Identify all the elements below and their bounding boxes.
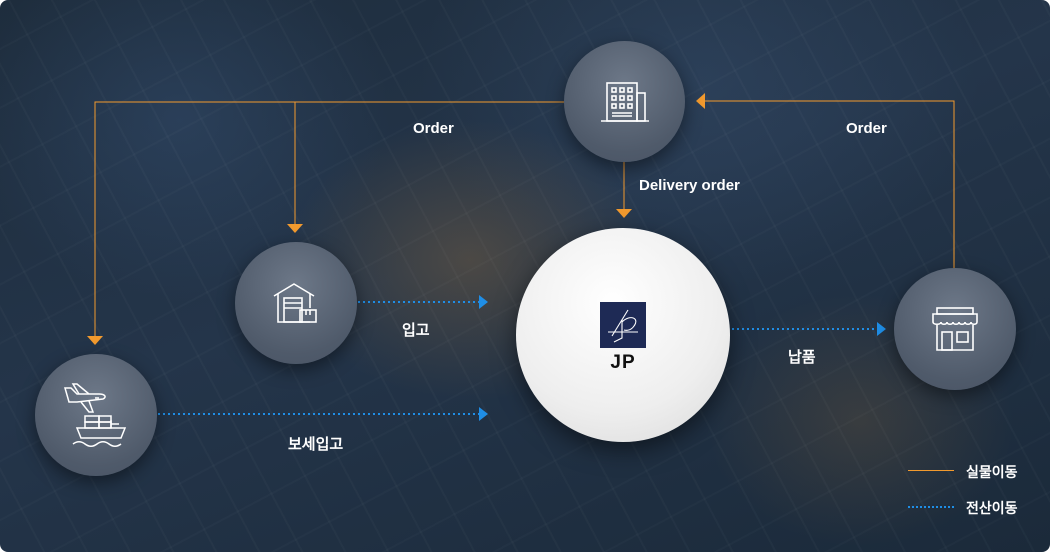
legend-physical-label: 실물이동 <box>966 462 1018 482</box>
store-node <box>894 268 1016 390</box>
delivery-order-label: Delivery order <box>639 177 740 194</box>
arrow-right-inbound <box>479 295 488 309</box>
warehouse-box-icon <box>270 280 322 326</box>
order-label-right: Order <box>846 120 887 137</box>
hq-node <box>564 41 685 162</box>
delivery-label: 납품 <box>788 346 816 367</box>
warehouse-node <box>235 242 357 364</box>
arrow-down-jp <box>616 209 632 218</box>
import-node <box>35 354 157 476</box>
airplane-ship-icon <box>59 378 133 452</box>
legend-physical: 실물이동 <box>908 461 1038 481</box>
arrow-right-bonded <box>479 407 488 421</box>
store-icon <box>929 304 981 354</box>
order-label-left: Order <box>413 120 454 137</box>
arrow-down-warehouse <box>287 224 303 233</box>
legend-electronic-line <box>908 506 954 508</box>
jp-label: JP <box>516 352 730 374</box>
jp-node: JP <box>516 228 730 442</box>
bonded-inbound-label: 보세입고 <box>288 433 343 454</box>
legend-electronic: 전산이동 <box>908 497 1038 517</box>
arrow-down-import <box>87 336 103 345</box>
legend-physical-line <box>908 470 954 471</box>
jp-logo-icon <box>600 302 646 348</box>
inbound-label: 입고 <box>402 319 430 340</box>
arrow-right-delivery <box>877 322 886 336</box>
arrow-left-hq <box>696 93 705 109</box>
office-building-icon <box>599 79 651 125</box>
legend-electronic-label: 전산이동 <box>966 498 1018 518</box>
